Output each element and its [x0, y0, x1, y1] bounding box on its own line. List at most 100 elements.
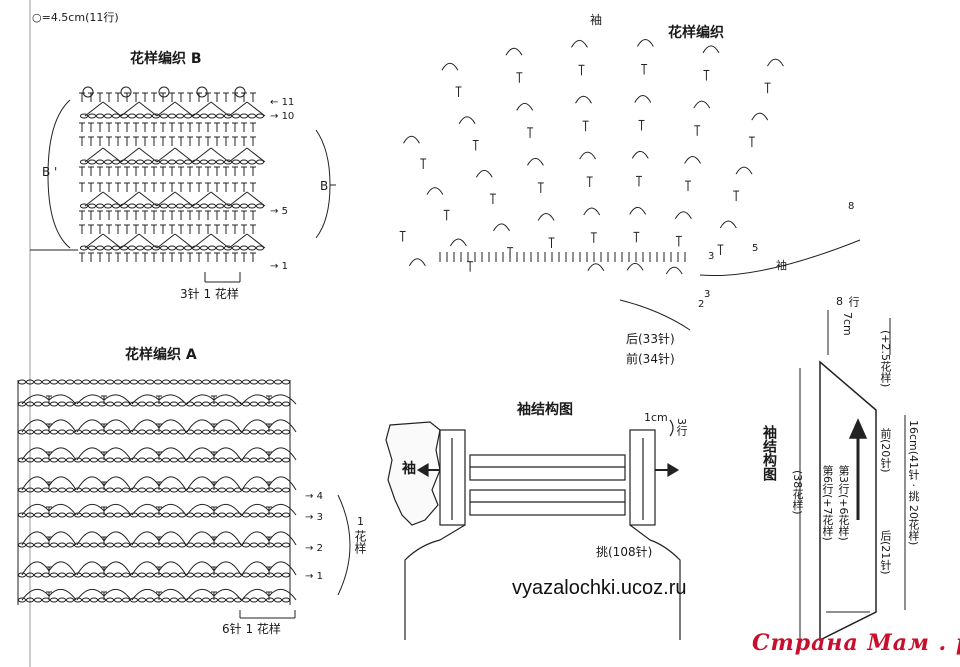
chain-mark	[65, 457, 75, 463]
chain-mark	[247, 245, 257, 251]
stitch-mark	[210, 101, 230, 117]
chain-mark	[153, 512, 163, 518]
chain-mark	[161, 429, 171, 435]
chain-mark	[255, 245, 265, 251]
chain-mark	[137, 379, 147, 385]
chain-mark	[25, 572, 35, 578]
fan-title: 花样编织	[668, 25, 724, 41]
chain-mark	[57, 542, 67, 548]
chain-mark	[175, 203, 185, 209]
fan-loop	[636, 39, 654, 47]
chain-mark	[129, 401, 139, 407]
chain-mark	[273, 512, 283, 518]
chain-mark	[49, 429, 59, 435]
chain-mark	[57, 401, 67, 407]
chain-mark	[273, 457, 283, 463]
stitch-mark	[210, 233, 230, 249]
chain-mark	[25, 597, 35, 603]
chain-mark	[97, 429, 107, 435]
fan-loop	[634, 94, 652, 103]
chain-mark	[89, 379, 99, 385]
chain-mark	[145, 429, 155, 435]
chain-mark	[185, 401, 195, 407]
chain-mark	[201, 487, 211, 493]
chain-mark	[129, 487, 139, 493]
chain-mark	[145, 572, 155, 578]
chain-mark	[265, 487, 275, 493]
chain-mark	[239, 159, 249, 165]
chain-mark	[201, 429, 211, 435]
chain-mark	[225, 597, 235, 603]
chain-mark	[249, 487, 259, 493]
site-url[interactable]: vyazalochki.ucoz.ru	[512, 577, 687, 599]
stitch-mark	[102, 101, 122, 117]
chain-mark	[247, 203, 257, 209]
chain-mark	[233, 487, 243, 493]
sleeve-back: 后(21针)	[879, 530, 892, 575]
chain-mark	[281, 542, 291, 548]
chain-mark	[65, 401, 75, 407]
chain-mark	[175, 113, 185, 119]
chain-mark	[121, 379, 131, 385]
chain-mark	[57, 457, 67, 463]
chain-mark	[223, 203, 233, 209]
chain-mark	[241, 572, 251, 578]
chain-mark	[169, 512, 179, 518]
picot-mark	[120, 86, 132, 98]
chain-mark	[207, 113, 217, 119]
stitch-mark	[174, 147, 194, 163]
chain-mark	[57, 429, 67, 435]
pattern-b-left-label: B '	[42, 165, 58, 179]
chain-mark	[257, 401, 267, 407]
construction-pickup: 挑(108针)	[596, 545, 653, 559]
chain-mark	[49, 512, 59, 518]
chain-mark	[223, 159, 233, 165]
chain-mark	[33, 597, 43, 603]
chain-mark	[161, 597, 171, 603]
chain-mark	[113, 457, 123, 463]
pattern-a-bracket-num: 1	[357, 515, 364, 528]
fan-loop	[631, 150, 649, 159]
construction-height: 1cm	[644, 411, 668, 424]
chain-mark	[265, 457, 275, 463]
chain-mark	[185, 429, 195, 435]
chain-mark	[129, 512, 139, 518]
chain-mark	[103, 113, 113, 119]
chain-mark	[151, 245, 161, 251]
chain-mark	[201, 572, 211, 578]
chain-mark	[249, 542, 259, 548]
chain-mark	[97, 457, 107, 463]
chain-mark	[233, 597, 243, 603]
stitch-mark	[120, 101, 140, 117]
chain-mark	[121, 487, 131, 493]
chain-mark	[255, 159, 265, 165]
chain-mark	[97, 401, 107, 407]
fan-loop	[587, 263, 605, 272]
chain-mark	[41, 512, 51, 518]
chain-mark	[249, 597, 259, 603]
chain-mark	[265, 542, 275, 548]
chain-mark	[65, 379, 75, 385]
chain-mark	[121, 597, 131, 603]
chain-mark	[273, 487, 283, 493]
chain-mark	[193, 512, 203, 518]
chain-mark	[135, 113, 145, 119]
chain-mark	[177, 487, 187, 493]
chain-mark	[265, 512, 275, 518]
chain-mark	[281, 379, 291, 385]
chain-mark	[273, 597, 283, 603]
chain-mark	[81, 457, 91, 463]
stitch-mark	[192, 191, 212, 207]
chain-mark	[137, 572, 147, 578]
stitch-mark	[102, 191, 122, 207]
chain-mark	[193, 401, 203, 407]
chain-mark	[167, 159, 177, 165]
fan-row-8: 8	[848, 201, 855, 212]
chain-mark	[257, 487, 267, 493]
chain-mark	[57, 597, 67, 603]
chain-mark	[105, 542, 115, 548]
chain-mark	[223, 245, 233, 251]
chain-mark	[151, 159, 161, 165]
construction-title: 袖结构图	[517, 402, 573, 418]
